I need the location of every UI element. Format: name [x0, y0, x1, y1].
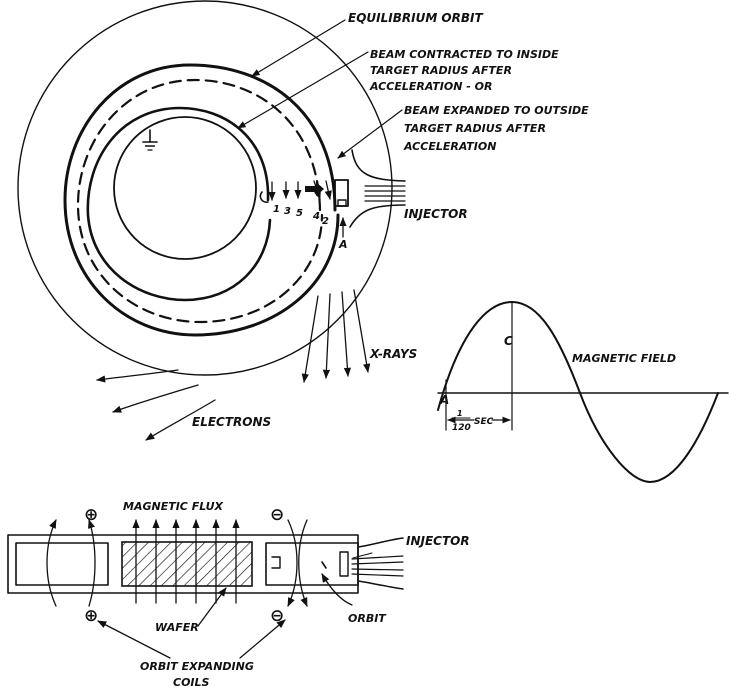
label-coils-1: ORBIT EXPANDING	[140, 660, 254, 673]
plus-icon-bottom: ⊕	[84, 606, 98, 626]
label-beam-contracted-3: ACCELERATION - OR	[369, 80, 493, 93]
label-magnetic-flux: MAGNETIC FLUX	[123, 500, 224, 513]
bottom-injector	[357, 537, 404, 590]
x-ray-arrows	[301, 289, 371, 383]
label-magnetic-field: MAGNETIC FIELD	[572, 352, 676, 365]
inner-tube-wall	[113, 116, 257, 260]
label-step-4: 4	[312, 211, 320, 222]
equilibrium-orbit	[63, 63, 340, 337]
label-beam-contracted-2: TARGET RADIUS AFTER	[370, 64, 512, 77]
magnetic-field-graph	[437, 301, 729, 483]
label-point-a-orbit: A	[338, 238, 348, 251]
label-step-1: 1	[273, 204, 280, 215]
label-time-num: 1	[457, 409, 463, 418]
magnetic-field-curve	[437, 301, 719, 483]
left-chamber	[15, 542, 109, 586]
label-wafer: WAFER	[155, 621, 199, 634]
label-injector-top: INJECTOR	[404, 207, 468, 221]
label-step-5: 5	[296, 208, 303, 219]
label-step-2: 2	[322, 216, 329, 227]
label-beam-contracted-1: BEAM CONTRACTED TO INSIDE	[370, 48, 559, 61]
label-electrons: ELECTRONS	[192, 415, 271, 429]
minus-icon-bottom: ⊖	[270, 606, 284, 626]
contracted-orbit	[86, 106, 272, 302]
label-time-unit: SEC	[474, 417, 494, 427]
label-equilibrium-orbit: EQUILIBRIUM ORBIT	[348, 11, 483, 25]
label-time-den: 120	[452, 423, 471, 433]
label-orbit: ORBIT	[348, 612, 387, 625]
label-x-rays: X-RAYS	[369, 347, 417, 361]
label-point-c: C	[504, 334, 513, 348]
donut-vacuum-tube	[17, 0, 406, 376]
label-beam-expanded-3: ACCELERATION	[403, 140, 496, 153]
outer-tube-wall	[17, 0, 393, 376]
wafer	[121, 541, 253, 587]
heavy-beam-arrow	[305, 182, 324, 196]
label-point-a-curve: A	[439, 393, 449, 407]
leader-lines	[237, 19, 403, 159]
plus-icon-top: ⊕	[84, 505, 98, 525]
label-step-3: 3	[284, 206, 291, 217]
label-beam-expanded-2: TARGET RADIUS AFTER	[404, 122, 546, 135]
minus-icon-top: ⊖	[270, 505, 284, 525]
label-beam-expanded-1: BEAM EXPANDED TO OUTSIDE	[404, 104, 589, 117]
expanded-orbit-dashed	[76, 78, 324, 324]
electron-arrows	[96, 369, 216, 441]
label-coils-2: COILS	[173, 676, 210, 689]
label-injector-bottom: INJECTOR	[406, 534, 470, 548]
cross-section	[7, 519, 404, 659]
injector-stem	[349, 149, 406, 228]
ground-icon	[142, 129, 158, 151]
